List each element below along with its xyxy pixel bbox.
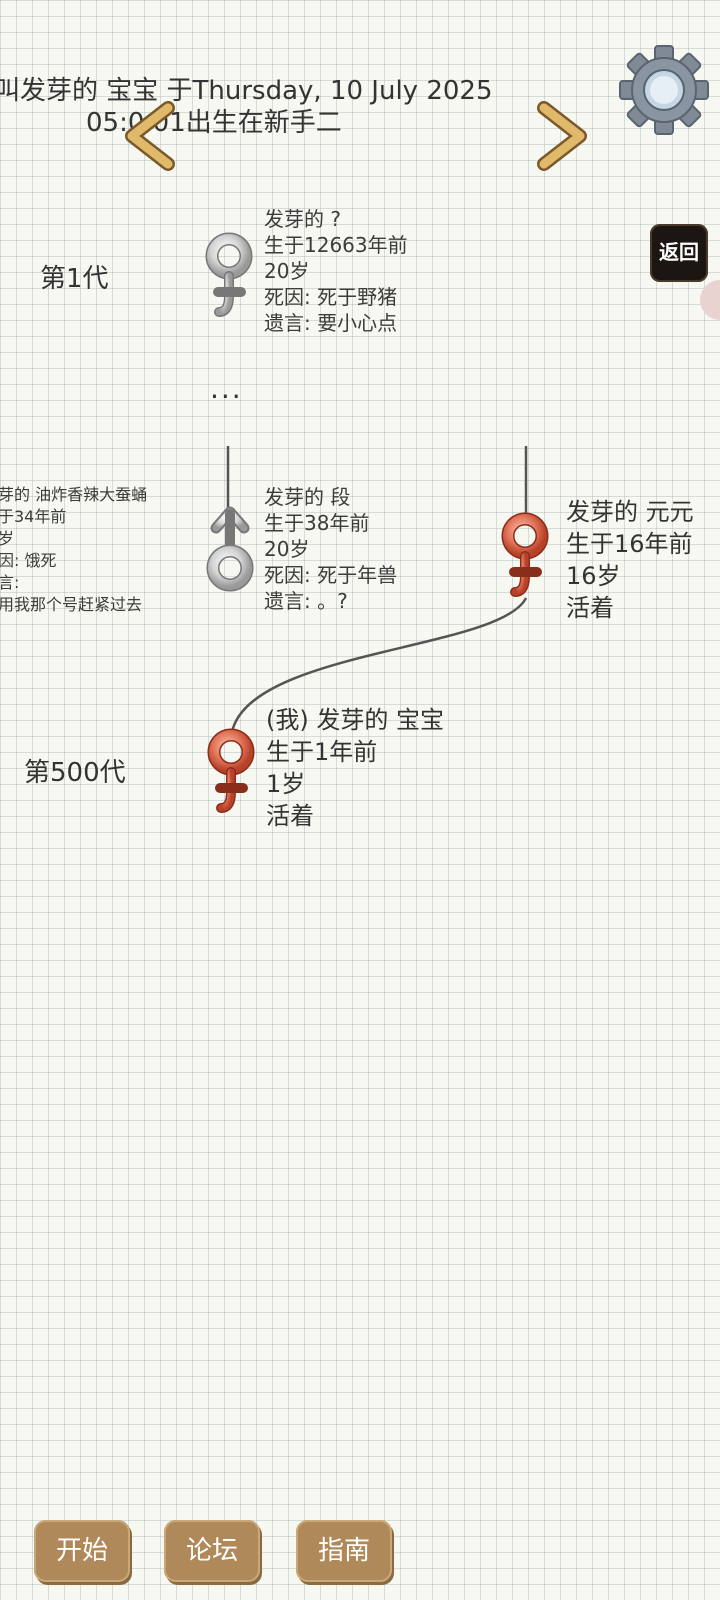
ancestor-cause: 死因: 死于野猪: [264, 285, 398, 309]
ancestor-name: 发芽的 元元: [566, 498, 694, 526]
ancestor-name: 发芽的 段: [264, 485, 351, 509]
self-born: 生于1年前: [266, 738, 378, 766]
ancestor-born: 生于12663年前: [264, 233, 408, 257]
ancestor-last-words: 言:: [0, 573, 20, 592]
self-name: (我) 发芽的 宝宝: [266, 706, 444, 734]
ancestor-born: 于34年前: [0, 507, 67, 526]
ancestor-born: 生于38年前: [264, 511, 370, 535]
ancestor-age: 岁: [0, 529, 15, 548]
ancestor-cause: 死因: 死于年兽: [264, 563, 398, 587]
previous-arrow-button[interactable]: [118, 100, 180, 172]
ancestor-born: 生于16年前: [566, 530, 693, 558]
ancestor-last-words: 遗言: 要小心点: [264, 311, 398, 335]
ancestor-name: 发芽的 ?: [264, 207, 341, 231]
ancestor-info-first: 发芽的 ? 生于12663年前 20岁 死因: 死于野猪 遗言: 要小心点: [264, 206, 408, 336]
corner-decoration: [700, 280, 720, 320]
ancestor-age: 16岁: [566, 562, 621, 590]
male-symbol-icon[interactable]: [204, 506, 256, 596]
self-status: 活着: [266, 802, 314, 830]
ancestor-name: 芽的 油炸香辣大蚕蛹: [0, 485, 148, 504]
next-arrow-button[interactable]: [532, 100, 594, 172]
female-symbol-icon[interactable]: [206, 728, 256, 818]
ancestor-info-mother: 发芽的 元元 生于16年前 16岁 活着: [566, 496, 694, 624]
ancestor-age: 20岁: [264, 259, 310, 283]
generations-ellipsis: ...: [210, 372, 243, 405]
female-symbol-icon[interactable]: [500, 512, 550, 602]
ancestor-status: 活着: [566, 594, 614, 622]
generation-label-first: 第1代: [40, 264, 109, 294]
ancestor-info-offscreen: 芽的 油炸香辣大蚕蛹 于34年前 岁 因: 饿死 言: 用我那个号赶紧过去: [0, 484, 147, 616]
forum-button[interactable]: 论坛: [164, 1520, 260, 1582]
ancestor-last-words: 遗言: 。?: [264, 589, 348, 613]
ancestor-last-words-text: 用我那个号赶紧过去: [0, 595, 143, 614]
female-symbol-icon[interactable]: [204, 232, 254, 322]
chevron-left-icon: [125, 101, 175, 171]
start-button[interactable]: 开始: [34, 1520, 130, 1582]
settings-button[interactable]: [618, 44, 710, 136]
gear-icon: [619, 45, 709, 135]
self-age: 1岁: [266, 770, 306, 798]
self-info: (我) 发芽的 宝宝 生于1年前 1岁 活着: [266, 704, 444, 832]
ancestor-age: 20岁: [264, 537, 310, 561]
guide-button[interactable]: 指南: [296, 1520, 392, 1582]
ancestor-cause: 因: 饿死: [0, 551, 57, 570]
chevron-right-icon: [537, 101, 587, 171]
birth-info-line1: 叫发芽的 宝宝 于Thursday, 10 July 2025: [0, 76, 493, 106]
generation-label-last: 第500代: [24, 758, 126, 788]
ancestor-info-father: 发芽的 段 生于38年前 20岁 死因: 死于年兽 遗言: 。?: [264, 484, 397, 614]
back-button[interactable]: 返回: [650, 224, 708, 282]
